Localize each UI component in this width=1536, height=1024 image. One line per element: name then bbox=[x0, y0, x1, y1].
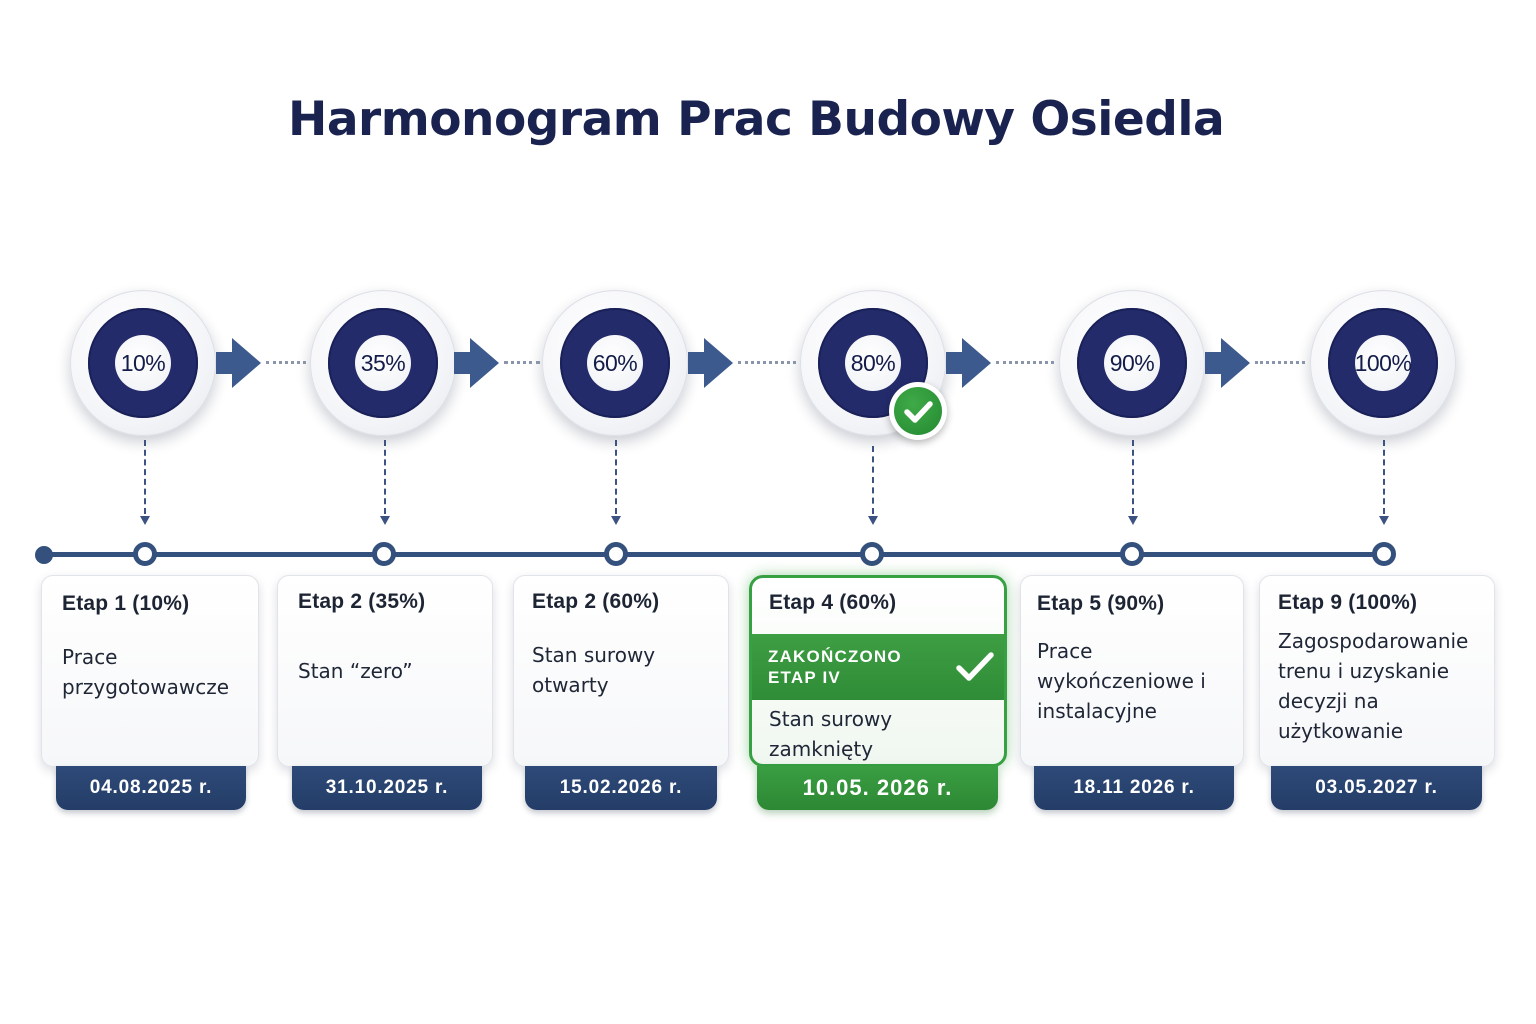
arrow-right-icon bbox=[454, 338, 499, 388]
progress-ring-band: 60% bbox=[560, 308, 670, 418]
banner-line-1: ZAKOŃCZONO bbox=[768, 647, 902, 666]
progress-ring-band: 10% bbox=[88, 308, 198, 418]
stage-date: 18.11 2026 r. bbox=[1034, 766, 1234, 810]
timeline-node bbox=[1120, 542, 1144, 566]
timeline-node bbox=[372, 542, 396, 566]
progress-value: 60% bbox=[587, 335, 643, 391]
arrow-down-icon bbox=[380, 516, 390, 525]
progress-ring-3: 60% bbox=[542, 290, 688, 436]
stage-date: 03.05.2027 r. bbox=[1271, 766, 1482, 810]
stage-title: Etap 1 (10%) bbox=[62, 592, 190, 615]
stage-card-3: Etap 2 (60%) Stan surowy otwarty bbox=[513, 575, 729, 767]
stage-description: Stan surowy zamknięty bbox=[769, 707, 893, 761]
progress-value: 10% bbox=[115, 335, 171, 391]
vertical-connector bbox=[384, 440, 386, 514]
stage-card-6: Etap 9 (100%) Zagospodarowanie trenu i u… bbox=[1259, 575, 1495, 767]
timeline-node bbox=[604, 542, 628, 566]
stage-date: 31.10.2025 r. bbox=[292, 766, 482, 810]
progress-ring-band: 100% bbox=[1328, 308, 1438, 418]
arrow-right-icon bbox=[1205, 338, 1250, 388]
stage-title: Etap 9 (100%) bbox=[1278, 591, 1418, 614]
check-badge-fill bbox=[894, 387, 942, 435]
dotted-connector bbox=[504, 361, 540, 364]
completed-banner: ZAKOŃCZONO ETAP IV bbox=[752, 634, 1004, 700]
stage-description: Prace przygotowawcze bbox=[62, 645, 230, 699]
stage-date: 04.08.2025 r. bbox=[56, 766, 246, 810]
progress-value: 90% bbox=[1104, 335, 1160, 391]
vertical-connector bbox=[615, 440, 617, 514]
progress-value: 80% bbox=[845, 335, 901, 391]
progress-value: 35% bbox=[355, 335, 411, 391]
completed-check-badge bbox=[889, 382, 947, 440]
arrow-down-icon bbox=[868, 516, 878, 525]
vertical-connector bbox=[1383, 440, 1385, 514]
stage-title: Etap 4 (60%) bbox=[769, 591, 897, 614]
progress-ring-5: 90% bbox=[1059, 290, 1205, 436]
timeline-node bbox=[1372, 542, 1396, 566]
stage-card-1: Etap 1 (10%) Prace przygotowawcze bbox=[41, 575, 259, 767]
stage-date: 10.05. 2026 r. bbox=[757, 766, 998, 810]
banner-line-2: ETAP IV bbox=[768, 668, 841, 687]
stage-title: Etap 2 (35%) bbox=[298, 590, 426, 613]
stage-card-4-completed: Etap 4 (60%) ZAKOŃCZONO ETAP IV Stan sur… bbox=[749, 575, 1007, 767]
stage-description: Stan “zero” bbox=[298, 659, 413, 683]
progress-ring-4: 80% bbox=[800, 290, 946, 436]
timeline-start-dot bbox=[35, 546, 53, 564]
timeline-node bbox=[133, 542, 157, 566]
check-icon bbox=[956, 652, 994, 681]
check-icon bbox=[904, 401, 933, 423]
arrow-right-icon bbox=[688, 338, 733, 388]
progress-ring-band: 90% bbox=[1077, 308, 1187, 418]
stage-description: Stan surowy otwarty bbox=[532, 643, 656, 697]
stage-card-2: Etap 2 (35%) Stan “zero” bbox=[277, 575, 493, 767]
arrow-down-icon bbox=[1379, 516, 1389, 525]
progress-ring-6: 100% bbox=[1310, 290, 1456, 436]
arrow-right-icon bbox=[946, 338, 991, 388]
arrow-down-icon bbox=[611, 516, 621, 525]
stage-card-5: Etap 5 (90%) Prace wykończeniowe i insta… bbox=[1020, 575, 1244, 767]
stage-date: 15.02.2026 r. bbox=[525, 766, 717, 810]
vertical-connector bbox=[872, 446, 874, 514]
timeline-node bbox=[860, 542, 884, 566]
progress-value: 100% bbox=[1355, 335, 1412, 391]
dotted-connector bbox=[738, 361, 796, 364]
page-title: Harmonogram Prac Budowy Osiedla bbox=[288, 92, 1225, 147]
dotted-connector bbox=[1255, 361, 1305, 364]
stage-description: Prace wykończeniowe i instalacyjne bbox=[1037, 639, 1206, 723]
stage-description: Zagospodarowanie trenu i uzyskanie decyz… bbox=[1278, 629, 1469, 743]
arrow-down-icon bbox=[140, 516, 150, 525]
progress-ring-band: 35% bbox=[328, 308, 438, 418]
progress-ring-2: 35% bbox=[310, 290, 456, 436]
completed-banner-text: ZAKOŃCZONO ETAP IV bbox=[768, 646, 902, 688]
dotted-connector bbox=[996, 361, 1054, 364]
timeline-line bbox=[44, 552, 1386, 557]
progress-ring-1: 10% bbox=[70, 290, 216, 436]
vertical-connector bbox=[1132, 440, 1134, 514]
stage-title: Etap 5 (90%) bbox=[1037, 592, 1165, 615]
dotted-connector bbox=[266, 361, 306, 364]
vertical-connector bbox=[144, 440, 146, 514]
stage-title: Etap 2 (60%) bbox=[532, 590, 660, 613]
arrow-down-icon bbox=[1128, 516, 1138, 525]
arrow-right-icon bbox=[216, 338, 261, 388]
